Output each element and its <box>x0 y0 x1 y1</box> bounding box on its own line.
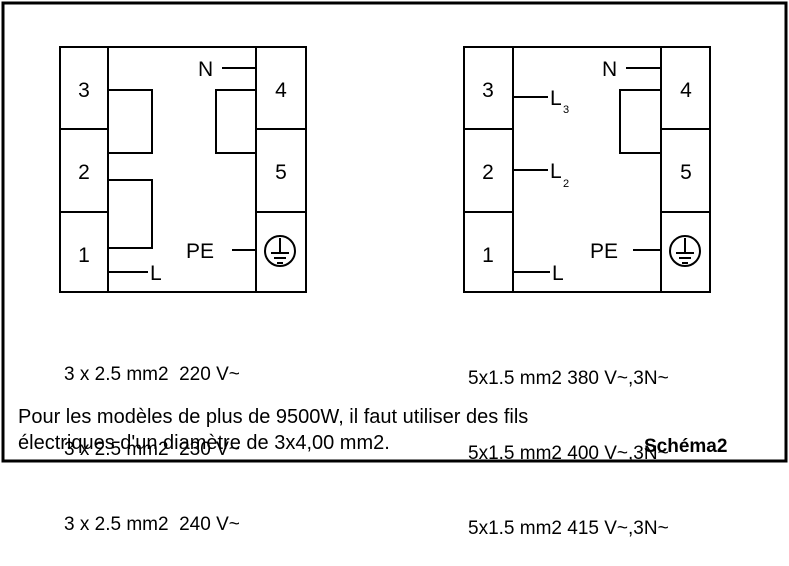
right-pe-label: PE <box>590 240 618 263</box>
wiring-schema: 3 2 1 4 5 N L PE 3 2 1 4 5 N L 3 L 2 L P… <box>0 0 789 539</box>
right-bridges <box>513 67 661 273</box>
left-spec-line: 3 x 2.5 mm2 230 V~ <box>64 439 240 460</box>
right-terminal-3: 3 <box>482 79 494 102</box>
right-l2-subscript: 2 <box>563 178 569 190</box>
note-line-1: Pour les modèles de plus de 9500W, il fa… <box>18 406 529 428</box>
right-terminal-1: 1 <box>482 244 494 267</box>
left-terminal-3: 3 <box>78 79 90 102</box>
left-spec-line: 3 x 2.5 mm2 240 V~ <box>64 514 240 535</box>
right-terminal-block <box>463 46 711 293</box>
outer-frame <box>1 1 788 463</box>
wiring-diagrams: 3 2 1 4 5 N L PE 3 2 1 4 5 N L 3 L 2 L P… <box>1 1 788 463</box>
left-spec-line: 3 x 2.5 mm2 220 V~ <box>64 364 240 385</box>
right-neutral-label: N <box>602 58 617 81</box>
right-terminal-2: 2 <box>482 161 494 184</box>
schema-label: Schéma2 <box>644 436 728 457</box>
ground-icon <box>669 235 701 267</box>
left-terminal-1: 1 <box>78 244 90 267</box>
right-terminal-5: 5 <box>680 161 692 184</box>
ground-icon <box>264 235 296 267</box>
right-spec-line: 5x1.5 mm2 415 V~,3N~ <box>468 518 669 539</box>
note-line-2: électriques d'un diamètre de 3x4,00 mm2. <box>18 432 390 454</box>
left-terminal-block <box>59 46 307 293</box>
right-spec-line: 5x1.5 mm2 400 V~,3N~ <box>468 443 669 464</box>
wire-gauge-note: Pour les modèles de plus de 9500W, il fa… <box>18 404 528 456</box>
left-terminal-5: 5 <box>275 161 287 184</box>
right-l3-subscript: 3 <box>563 104 569 116</box>
right-l3-label: L <box>550 87 562 110</box>
right-l1-label: L <box>552 262 564 285</box>
left-live-label: L <box>150 262 162 285</box>
right-l2-label: L <box>550 160 562 183</box>
left-terminal-4: 4 <box>275 79 287 102</box>
left-terminal-2: 2 <box>78 161 90 184</box>
left-neutral-label: N <box>198 58 213 81</box>
right-spec-line: 5x1.5 mm2 380 V~,3N~ <box>468 368 669 389</box>
right-terminal-4: 4 <box>680 79 692 102</box>
left-bridges <box>108 67 256 273</box>
left-pe-label: PE <box>186 240 214 263</box>
